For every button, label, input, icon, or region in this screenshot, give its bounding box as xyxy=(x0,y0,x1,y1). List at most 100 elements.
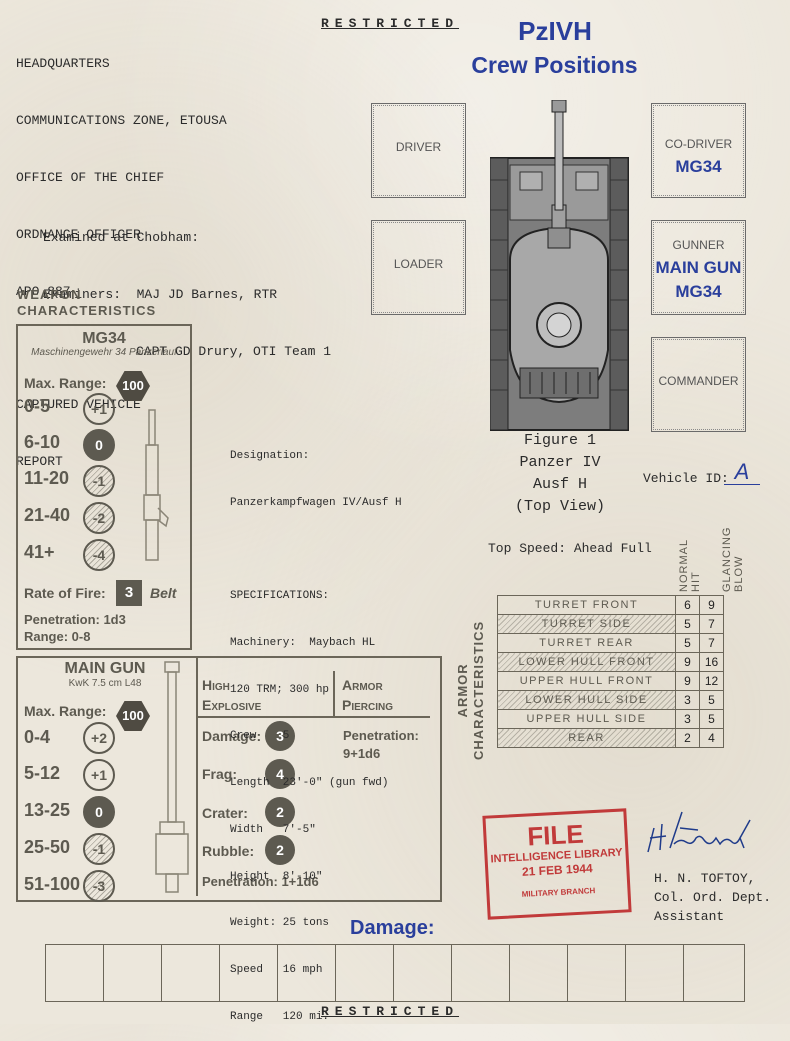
mg34-range: Range: 0-8 xyxy=(24,629,91,644)
header-line: APO 887 xyxy=(16,284,71,299)
main-gun-range-label: 5-12 xyxy=(24,763,61,783)
examined-at: Examined at Chobham: xyxy=(43,230,200,245)
main-gun-range-modifier: -3 xyxy=(83,870,115,902)
crew-gunner-label: GUNNER xyxy=(672,238,725,252)
armor-location: TURRET FRONT xyxy=(497,595,676,615)
crew-gunner-box[interactable]: GUNNER MAIN GUN MG34 xyxy=(651,220,746,315)
spec-line: Crew 5 xyxy=(230,730,290,743)
damage-box[interactable] xyxy=(451,944,510,1002)
header-line: ORDNANCE OFFICER xyxy=(16,227,141,242)
restricted-top: RESTRICTED xyxy=(321,16,460,31)
damage-box[interactable] xyxy=(45,944,104,1002)
crew-commander-box[interactable]: COMMANDER xyxy=(651,337,746,432)
mg34-rate-value: 3 xyxy=(116,580,142,606)
mg34-penetration: Penetration: 1d3 xyxy=(24,612,126,627)
he-title-line: Explosive xyxy=(202,697,262,713)
main-gun-range-modifier: -1 xyxy=(83,833,115,865)
ap-title-line: Piercing xyxy=(342,697,394,713)
damage-box[interactable] xyxy=(393,944,452,1002)
armor-location: REAR xyxy=(497,728,676,748)
armor-normal: 6 xyxy=(675,595,700,615)
gunner-weapon-main: MAIN GUN xyxy=(655,258,742,277)
mg34-range-modifier: +1 xyxy=(83,393,115,425)
spec-line: Width 7'-5" xyxy=(230,823,316,836)
armor-glancing: 7 xyxy=(699,633,724,653)
spec-line: 120 TRM; 300 hp xyxy=(230,683,330,696)
top-speed: Top Speed: Ahead Full xyxy=(488,541,652,556)
spec-line: Range 120 mi. xyxy=(230,1010,330,1023)
designation-value: Panzerkampfwagen IV/Ausf H xyxy=(230,496,402,509)
damage-box[interactable] xyxy=(219,944,278,1002)
ap-title-line: Armor xyxy=(342,677,383,693)
vehicle-id-label: Vehicle ID: xyxy=(643,471,729,486)
he-crater-value: 2 xyxy=(265,797,295,827)
armor-location: UPPER HULL FRONT xyxy=(497,671,676,691)
damage-box[interactable] xyxy=(335,944,394,1002)
vehicle-id-value[interactable]: A xyxy=(724,460,760,485)
header-line: HEADQUARTERS xyxy=(16,56,110,71)
stamp-branch: MILITARY BRANCH xyxy=(521,886,596,899)
armor-glancing: 9 xyxy=(699,595,724,615)
spec-line: Machinery: Maybach HL xyxy=(230,636,376,649)
spec-line: Speed 16 mph xyxy=(230,964,323,977)
mg34-range-label: 11-20 xyxy=(24,468,70,488)
weapon-section-title: WEAPON CHARACTERISTICS xyxy=(17,287,156,319)
tank-top-view-image xyxy=(490,100,629,431)
damage-box[interactable] xyxy=(161,944,220,1002)
crew-codriver-box[interactable]: CO-DRIVER MG34 xyxy=(651,103,746,198)
spec-line: Weight: 25 tons xyxy=(230,917,330,930)
crew-loader-box[interactable]: LOADER xyxy=(371,220,466,315)
signer-name: H. N. TOFTOY, xyxy=(654,871,756,886)
damage-box[interactable] xyxy=(625,944,684,1002)
damage-box[interactable] xyxy=(683,944,745,1002)
damage-label: Damage: xyxy=(350,917,435,939)
armor-normal: 2 xyxy=(675,728,700,748)
armor-glancing: 7 xyxy=(699,614,724,634)
main-gun-range-modifier: +2 xyxy=(83,722,115,754)
examiner-1: MAJ JD Barnes, RTR xyxy=(136,287,278,302)
gunner-weapon-mg: MG34 xyxy=(675,282,722,301)
mg34-panel xyxy=(16,324,192,650)
armor-normal: 5 xyxy=(675,633,700,653)
damage-box[interactable] xyxy=(277,944,336,1002)
title-subtitle: Crew Positions xyxy=(471,52,638,78)
main-gun-range-modifier: +1 xyxy=(83,759,115,791)
title-model: PzIVH xyxy=(518,16,592,46)
figure-line: Panzer IV xyxy=(519,454,601,471)
mg34-range-modifier: -2 xyxy=(83,502,115,534)
he-damage-label: Damage: xyxy=(202,728,262,744)
mg34-range-modifier: 0 xyxy=(83,429,115,461)
armor-location: LOWER HULL FRONT xyxy=(497,652,676,672)
ap-penetration-label: Penetration: xyxy=(343,728,419,743)
main-gun-max-range-label: Max. Range: xyxy=(24,703,107,719)
damage-box[interactable] xyxy=(509,944,568,1002)
figure-line: Figure 1 xyxy=(523,432,596,449)
damage-box[interactable] xyxy=(103,944,162,1002)
weapon-title-line: WEAPON xyxy=(17,287,82,302)
crew-driver-box[interactable]: DRIVER xyxy=(371,103,466,198)
mg34-range-label: 41+ xyxy=(24,542,55,562)
main-gun-panel xyxy=(16,656,442,902)
examiners-block: Examined at Chobham: Examiners: MAJ JD B… xyxy=(43,190,331,380)
mg34-rate-type: Belt xyxy=(150,585,177,601)
he-crater-label: Crater: xyxy=(202,805,248,821)
header-line: OFFICE OF THE CHIEF xyxy=(16,170,165,185)
damage-box[interactable] xyxy=(567,944,626,1002)
weapon-title-line: CHARACTERISTICS xyxy=(17,303,157,318)
main-gun-range-label: 0-4 xyxy=(24,727,51,747)
main-gun-range-label: 25-50 xyxy=(24,837,71,857)
armor-glancing: 5 xyxy=(699,709,724,729)
armor-glancing: 4 xyxy=(699,728,724,748)
he-ap-header-rule xyxy=(196,716,430,719)
he-frag-label: Frag: xyxy=(202,766,237,782)
he-ap-divider xyxy=(333,671,336,717)
armor-normal: 3 xyxy=(675,690,700,710)
codriver-weapon: MG34 xyxy=(675,157,722,176)
mg34-silhouette-icon xyxy=(143,409,169,561)
armor-location: LOWER HULL SIDE xyxy=(497,690,676,710)
he-title-line: High xyxy=(202,677,230,693)
armor-normal: 5 xyxy=(675,614,700,634)
